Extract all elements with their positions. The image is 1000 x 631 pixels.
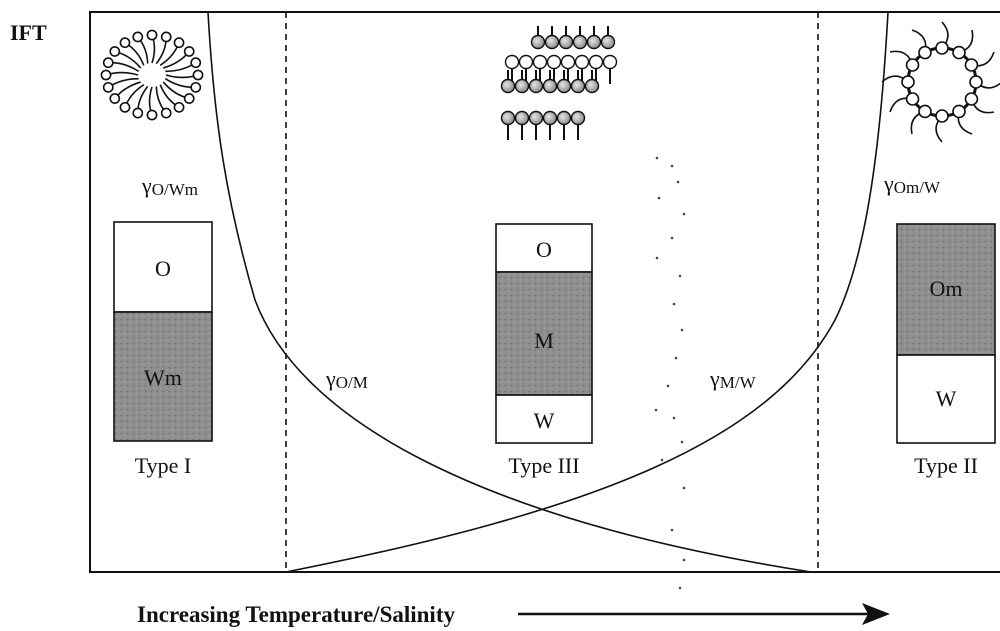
plot-frame	[89, 11, 1000, 573]
reverse-micelle-icon	[881, 21, 1000, 143]
type2-tube: Om W	[896, 223, 996, 444]
type2-upper-phase: Om	[930, 276, 963, 301]
type1-lower-phase: Wm	[144, 365, 182, 390]
type3-caption: Type III	[508, 453, 579, 478]
y-axis-label: IFT	[10, 20, 47, 45]
arrow-right-icon	[518, 603, 890, 625]
micelle-icon	[100, 29, 204, 121]
type1-tube: O Wm	[113, 221, 213, 442]
type3-middle-phase: M	[534, 328, 554, 353]
label-gamma-o-wm: γO/Wm	[141, 173, 198, 199]
label-gamma-o-m: γO/M	[325, 366, 368, 392]
dotted-trace	[654, 156, 686, 590]
type3-bottom-phase: W	[534, 408, 555, 433]
type3-tube: O M W	[495, 223, 593, 444]
curve-gamma-o-wm	[207, 11, 812, 573]
type1-upper-phase: O	[155, 256, 171, 281]
type2-lower-phase: W	[936, 386, 957, 411]
type3-top-phase: O	[536, 237, 552, 262]
bicontinuous-structure-icon	[500, 26, 618, 140]
type1-caption: Type I	[135, 453, 192, 478]
x-axis-label: Increasing Temperature/Salinity	[137, 602, 455, 627]
label-gamma-om-w: γOm/W	[883, 171, 941, 197]
label-gamma-m-w: γM/W	[709, 366, 757, 392]
type2-caption: Type II	[914, 453, 978, 478]
curve-gamma-om-w	[285, 11, 889, 573]
